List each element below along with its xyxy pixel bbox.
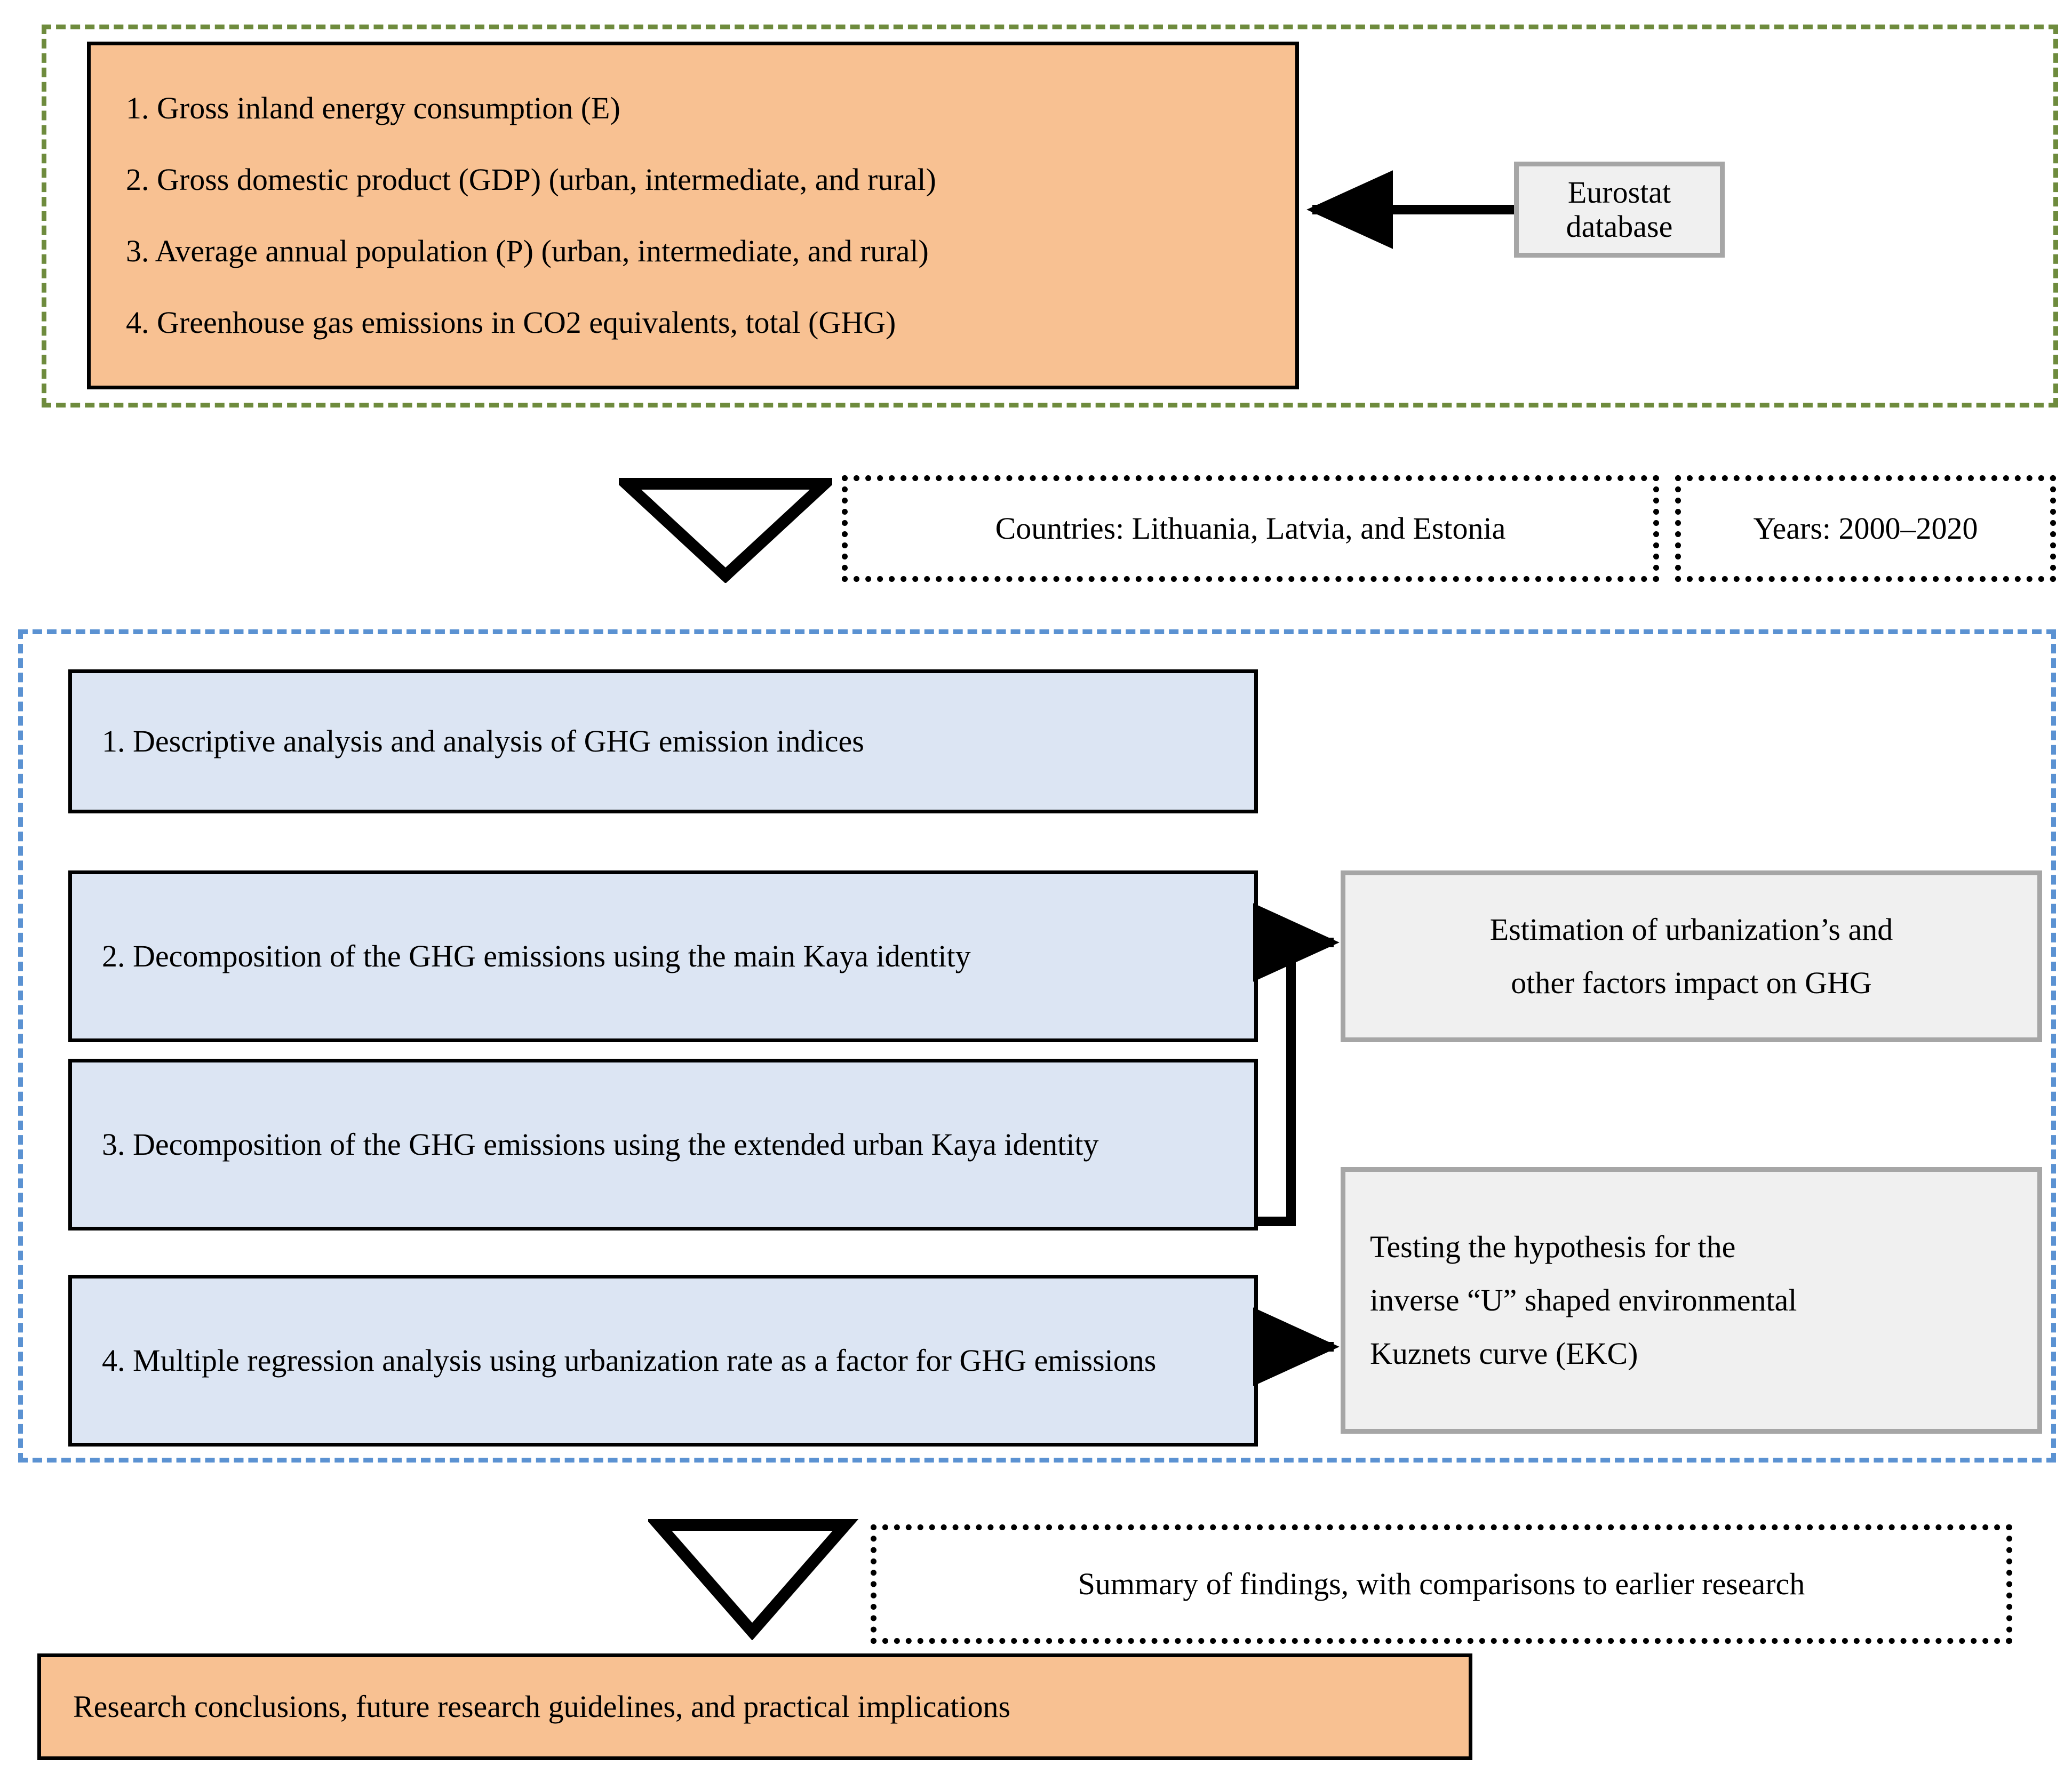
- down-triangle-marker-2: [645, 1517, 862, 1641]
- outcome-line: Kuznets curve (EKC): [1370, 1336, 1638, 1371]
- scope-years-label: Years: 2000–2020: [1753, 511, 1978, 546]
- outcome-line: inverse “U” shaped environmental: [1370, 1283, 1797, 1318]
- data-input-item: 2. Gross domestic product (GDP) (urban, …: [126, 162, 936, 197]
- analysis-step-2-label: 2. Decomposition of the GHG emissions us…: [102, 938, 971, 973]
- outcome-ekc-hypothesis-label: Testing the hypothesis for the inverse “…: [1345, 1220, 2037, 1380]
- outcome-line: Estimation of urbanization’s and: [1489, 912, 1893, 947]
- analysis-step-1-box: 1. Descriptive analysis and analysis of …: [68, 669, 1258, 813]
- data-inputs-list: 1. Gross inland energy consumption (E) 2…: [91, 93, 1295, 338]
- down-triangle-icon: [645, 1519, 859, 1641]
- scope-years-box: Years: 2000–2020: [1675, 475, 2056, 582]
- analysis-step-2-box: 2. Decomposition of the GHG emissions us…: [68, 870, 1258, 1042]
- outcome-urbanization-estimation-label: Estimation of urbanization’s and other f…: [1345, 903, 2037, 1010]
- down-triangle-icon: [611, 478, 840, 584]
- analysis-step-3-label: 3. Decomposition of the GHG emissions us…: [102, 1126, 1099, 1162]
- research-conclusions-box: Research conclusions, future research gu…: [37, 1653, 1472, 1760]
- down-triangle-marker: [611, 476, 840, 584]
- research-conclusions-label: Research conclusions, future research gu…: [73, 1689, 1011, 1724]
- analysis-stage-container: [18, 629, 2056, 1463]
- outcome-ekc-hypothesis-box: Testing the hypothesis for the inverse “…: [1341, 1167, 2042, 1434]
- scope-countries-label: Countries: Lithuania, Latvia, and Estoni…: [995, 511, 1506, 546]
- analysis-step-1-label: 1. Descriptive analysis and analysis of …: [102, 723, 864, 758]
- data-input-item: 3. Average annual population (P) (urban,…: [126, 234, 929, 268]
- outcome-urbanization-estimation-box: Estimation of urbanization’s and other f…: [1341, 870, 2042, 1042]
- data-input-item: 4. Greenhouse gas emissions in CO2 equiv…: [126, 305, 896, 340]
- analysis-step-3-box: 3. Decomposition of the GHG emissions us…: [68, 1059, 1258, 1230]
- summary-of-findings-box: Summary of findings, with comparisons to…: [871, 1524, 2012, 1644]
- data-inputs-box: 1. Gross inland energy consumption (E) 2…: [87, 42, 1299, 389]
- scope-countries-box: Countries: Lithuania, Latvia, and Estoni…: [842, 475, 1659, 582]
- eurostat-database-box: Eurostat database: [1514, 162, 1725, 258]
- outcome-line: other factors impact on GHG: [1511, 965, 1872, 1000]
- data-stage-container: [42, 25, 2058, 407]
- data-input-item: 1. Gross inland energy consumption (E): [126, 91, 620, 125]
- eurostat-database-label: Eurostat database: [1566, 175, 1673, 244]
- outcome-line: Testing the hypothesis for the: [1370, 1229, 1736, 1265]
- summary-of-findings-label: Summary of findings, with comparisons to…: [1078, 1567, 1805, 1602]
- analysis-step-4-box: 4. Multiple regression analysis using ur…: [68, 1275, 1258, 1447]
- analysis-step-4-label: 4. Multiple regression analysis using ur…: [102, 1343, 1157, 1378]
